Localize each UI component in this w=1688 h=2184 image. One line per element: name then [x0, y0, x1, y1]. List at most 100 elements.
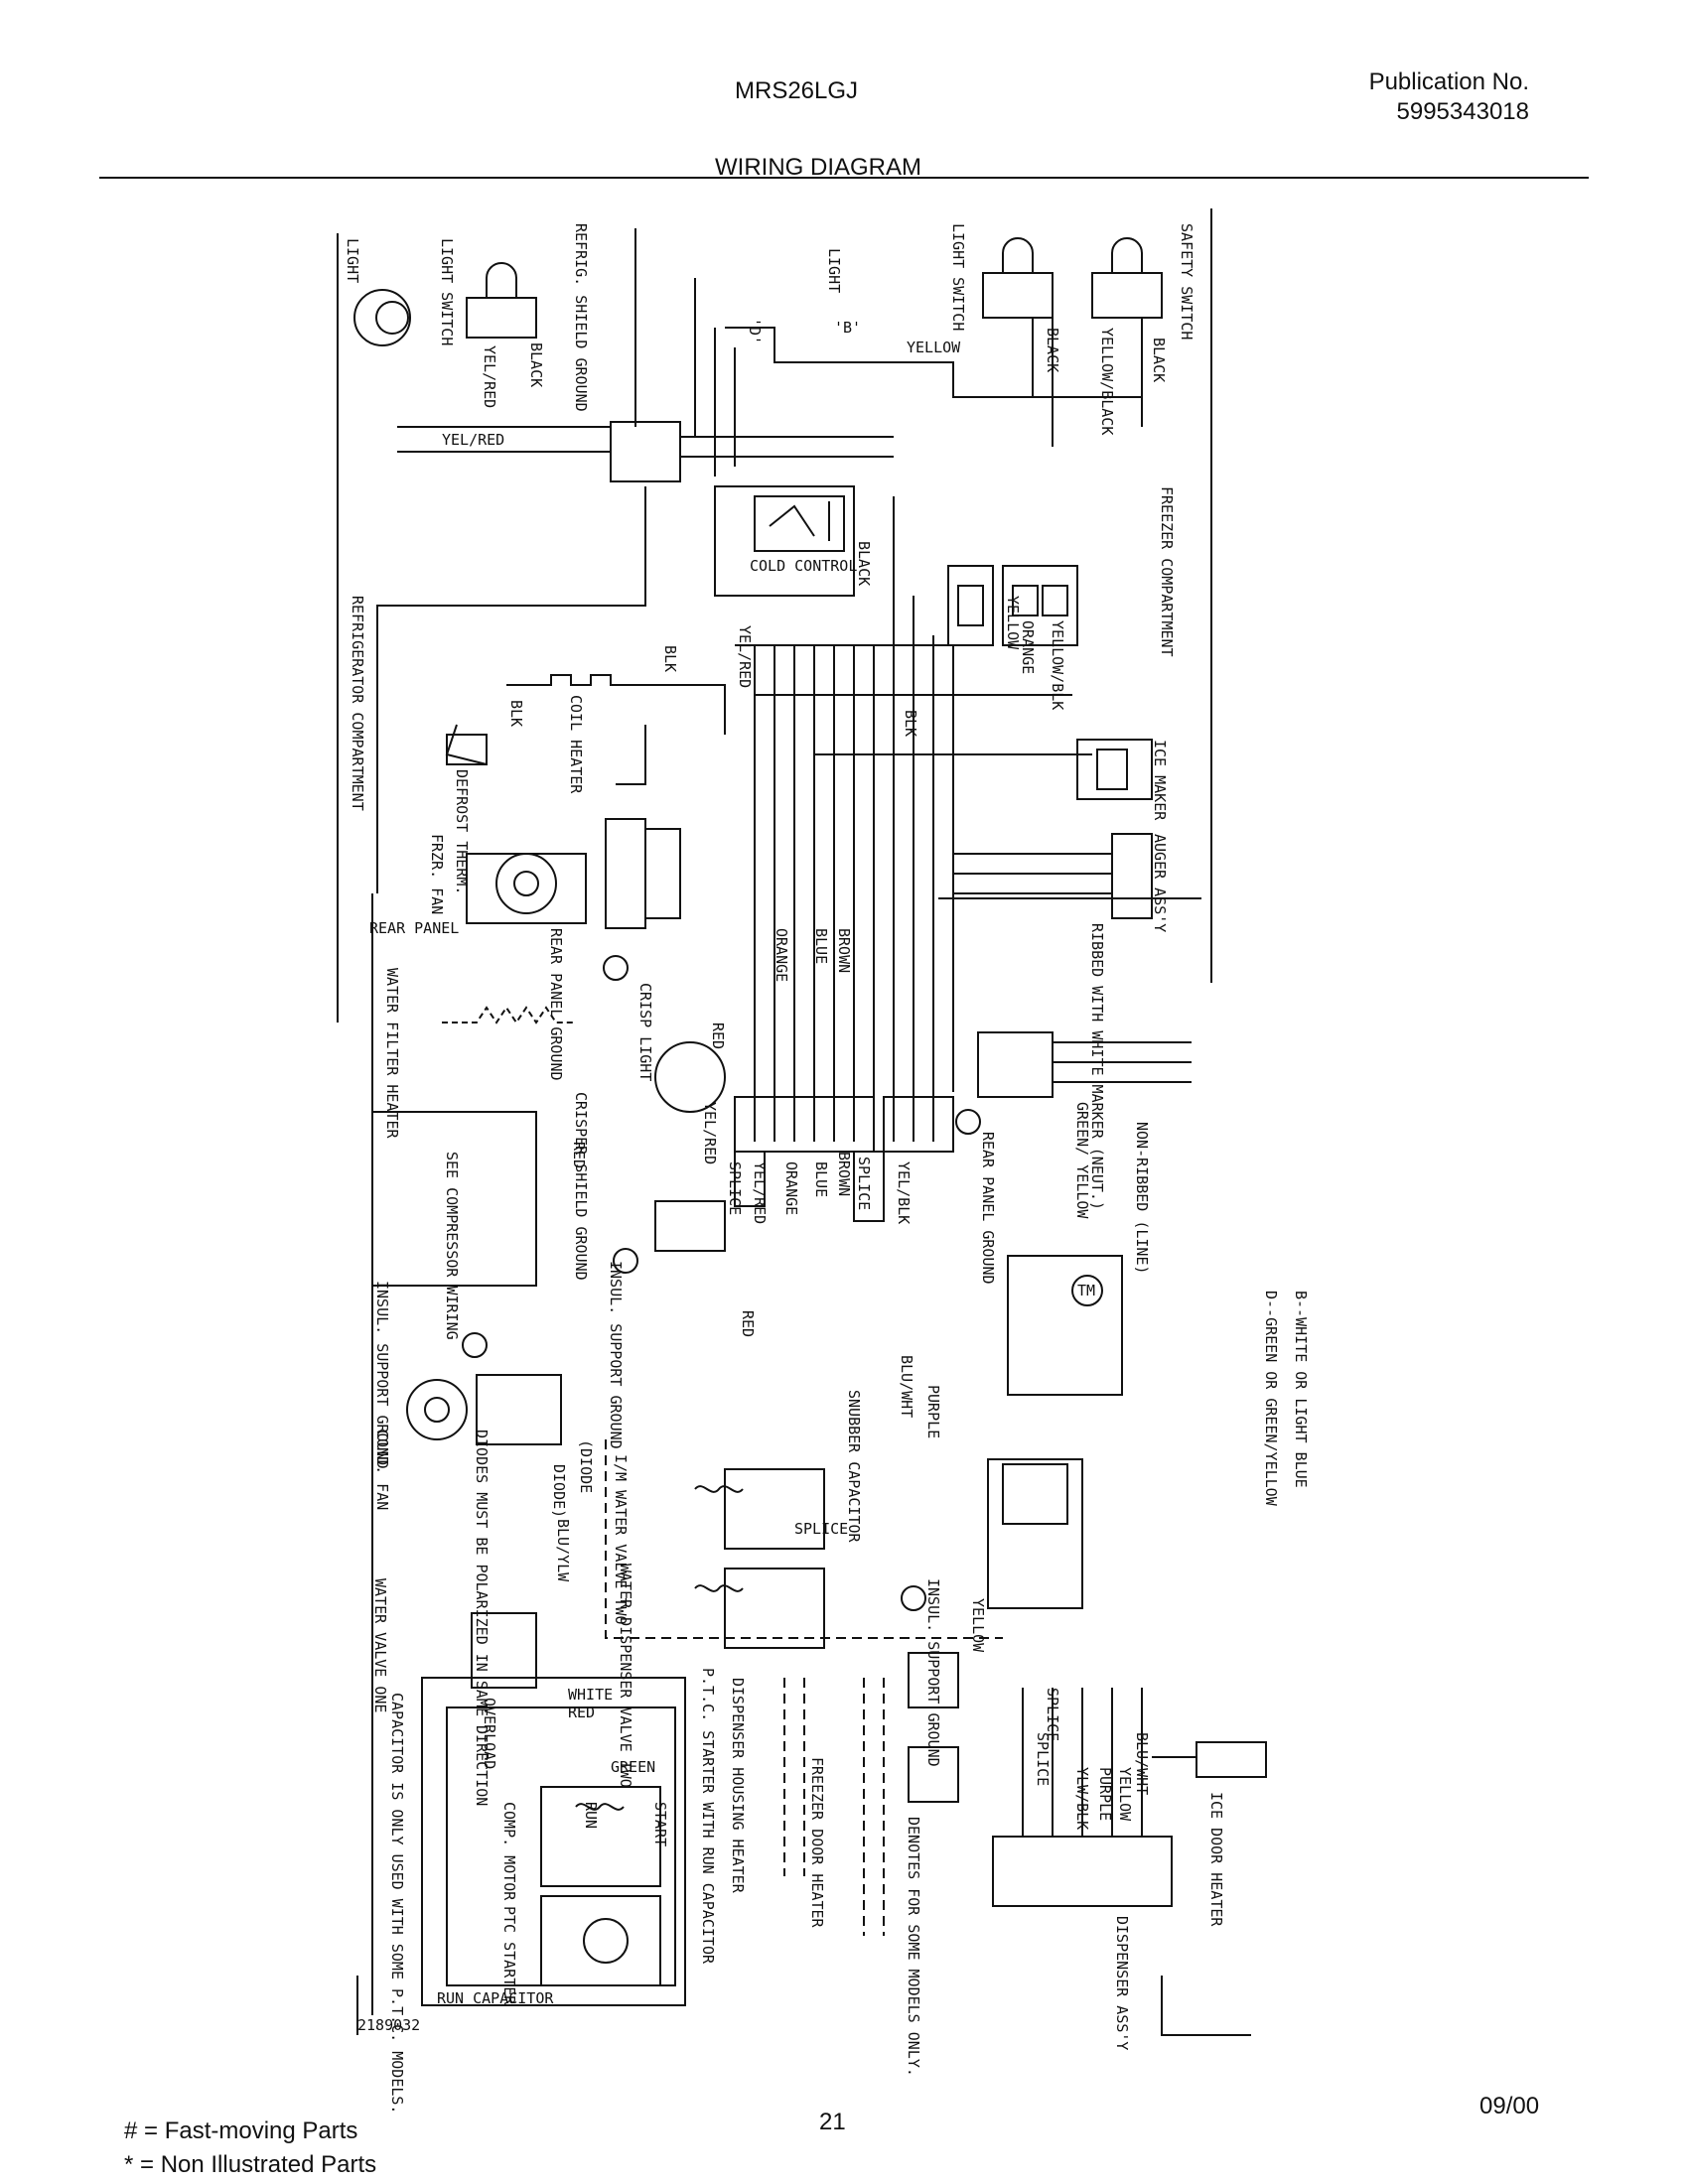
label-purple-2: PURPLE: [1096, 1767, 1114, 1821]
label-ptc-starter: PTC STARTER: [500, 1906, 518, 2005]
label-yel-red-4: YEL/RED: [701, 1102, 719, 1164]
tag-d: 'D': [746, 318, 764, 344]
publication-number: 5995343018: [1396, 98, 1529, 125]
label-rear-panel-ground-2: REAR PANEL GROUND: [979, 1132, 997, 1285]
label-black-3: BLACK: [1150, 338, 1168, 382]
label-cond-fan: COND. FAN: [373, 1430, 391, 1510]
label-water-filter-heater: WATER FILTER HEATER: [383, 968, 401, 1140]
publication-label: Publication No.: [1368, 68, 1529, 95]
title-rule: [99, 177, 1589, 179]
label-refrigerator-compartment: REFRIGERATOR COMPARTMENT: [349, 596, 366, 811]
label-red-1: RED: [709, 1023, 727, 1049]
label-blk-3: BLK: [902, 710, 919, 737]
label-yel-red-1: YEL/RED: [481, 345, 498, 408]
label-yel-blk-1: YEL/BLK: [895, 1161, 913, 1224]
label-run-capacitor: RUN CAPACITOR: [437, 1989, 554, 2007]
label-blu-ylw: BLU/YLW: [554, 1519, 572, 1582]
label-cold-control: COLD CONTROL: [750, 557, 857, 575]
label-refrig-shield-ground: REFRIG. SHIELD GROUND: [572, 223, 590, 412]
label-denotes-some-models: DENOTES FOR SOME MODELS ONLY.: [905, 1817, 922, 2077]
label-im-valve-two: I/M WATER VALVE TWO: [612, 1454, 630, 1625]
label-insul-support-ground-3: INSUL. SUPPORT GROUND: [924, 1578, 942, 1767]
label-crisp-light: CRISP LIGHT: [636, 983, 654, 1081]
legend-fast-moving: # = Fast-moving Parts: [124, 2117, 358, 2144]
label-black-4: BLACK: [855, 541, 873, 586]
label-safety-switch: SAFETY SWITCH: [1178, 223, 1196, 340]
label-rear-panel: REAR PANEL: [369, 919, 459, 937]
label-splice-4: SPLICE: [1044, 1688, 1061, 1741]
model-number: MRS26LGJ: [735, 77, 859, 104]
label-snubber-capacitor: SNUBBER CAPACITOR: [845, 1390, 863, 1543]
label-yel-red-3: YEL/RED: [736, 625, 754, 688]
label-orange-1: ORANGE: [1019, 620, 1037, 674]
label-diodes-note: DIODES MUST BE POLARIZED IN SAME DIRECTI…: [473, 1430, 491, 1806]
label-light-switch-right: LIGHT SWITCH: [949, 223, 967, 331]
publication-block: Publication No. 5995343018: [1369, 68, 1529, 127]
label-ptc-starter-run-cap: P.T.C. STARTER WITH RUN CAPACITOR: [699, 1668, 717, 1965]
label-yellow-2: YELLOW: [1004, 596, 1022, 650]
label-black-1: BLACK: [527, 342, 545, 387]
label-defrost-therm: DEFROST THERM.: [453, 769, 471, 894]
label-brown-2: BROWN: [835, 1152, 853, 1196]
label-light-switch-left: LIGHT SWITCH: [438, 238, 456, 345]
label-diode-2: DIODE): [550, 1464, 568, 1518]
label-black-2: BLACK: [1044, 328, 1061, 372]
label-insul-support-ground-2: INSUL. SUPPORT GROUND: [373, 1281, 391, 1469]
page-title: WIRING DIAGRAM: [715, 154, 921, 181]
label-rear-panel-ground-1: REAR PANEL GROUND: [547, 928, 565, 1081]
label-capacitor-note: CAPACITOR IS ONLY USED WITH SOME P.T.C. …: [388, 1693, 406, 2114]
label-yellow-4: YELLOW: [1116, 1767, 1134, 1822]
label-orange-2: ORANGE: [773, 928, 790, 982]
label-splice-5: SPLICE: [1034, 1732, 1052, 1786]
label-non-ribbed: NON-RIBBED (LINE): [1133, 1122, 1151, 1275]
revision-date: 09/00: [1479, 2093, 1540, 2119]
label-coil-heater: COIL HEATER: [567, 695, 585, 794]
label-ice-door-heater: ICE DOOR HEATER: [1207, 1792, 1225, 1927]
label-splice-1: SPLICE: [726, 1161, 744, 1215]
label-splice-2: SPLICE: [855, 1157, 873, 1210]
label-green-yellow: GREEN/ YELLOW: [1073, 1102, 1091, 1219]
label-orange-3: ORANGE: [782, 1161, 800, 1215]
label-frzr-fan: FRZR. FAN: [428, 834, 446, 914]
label-comp-motor: COMP. MOTOR: [500, 1802, 518, 1901]
label-start: START: [651, 1802, 669, 1846]
label-yellow-blk: YELLOW/BLK: [1049, 620, 1066, 710]
label-dispenser-housing-heater: DISPENSER HOUSING HEATER: [729, 1678, 747, 1894]
label-brown-1: BROWN: [835, 928, 853, 973]
label-yel-red-5: YEL/RED: [751, 1161, 769, 1224]
label-yel-red-2: YEL/RED: [442, 431, 504, 449]
label-freezer-compartment: FREEZER COMPARTMENT: [1158, 486, 1176, 657]
label-part-number: 2189032: [357, 2016, 420, 2034]
label-blu-wht-2: BLU/WHT: [1133, 1732, 1151, 1795]
label-red-4: RED: [568, 1704, 595, 1721]
label-dispenser-assy: DISPENSER ASS'Y: [1113, 1916, 1131, 2050]
label-blue-2: BLUE: [812, 1161, 830, 1197]
page-number: 21: [819, 2109, 846, 2135]
label-red-3: RED: [739, 1310, 757, 1337]
label-run: RUN: [582, 1802, 600, 1829]
label-diode-1: (DIODE: [577, 1439, 595, 1493]
label-blk-2: BLK: [507, 700, 525, 727]
label-blu-wht-1: BLU/WHT: [898, 1355, 915, 1418]
legend-non-illustrated: * = Non Illustrated Parts: [124, 2151, 377, 2175]
label-yellow-3: YELLOW: [969, 1598, 987, 1653]
label-legend-b: B--WHITE OR LIGHT BLUE: [1292, 1291, 1310, 1488]
label-auger-assy: AUGER ASS'Y: [1151, 834, 1169, 932]
label-yellow-black: YELLOW/BLACK: [1098, 328, 1116, 435]
tag-b: 'B': [834, 319, 861, 337]
label-see-compressor-wiring: SEE COMPRESSOR WIRING: [443, 1152, 461, 1340]
label-insul-support-ground-1: INSUL. SUPPORT GROUND: [607, 1261, 625, 1449]
label-crisper-shield-ground: CRISPER SHIELD GROUND: [572, 1092, 590, 1281]
label-red-2: RED: [570, 1142, 588, 1168]
label-ice-maker: ICE MAKER: [1151, 740, 1169, 821]
label-yellow-1: YELLOW: [907, 339, 961, 356]
label-light-top: LIGHT: [825, 248, 843, 293]
label-blue-1: BLUE: [812, 928, 830, 964]
label-splice-3: SPLICE: [794, 1520, 848, 1538]
label-ribbed: RIBBED WITH WHITE MARKER (NEUT.): [1088, 923, 1106, 1210]
label-water-valve-one: WATER VALVE ONE: [371, 1578, 389, 1712]
label-water-dispenser-valve-two: WATER DISPENSER VALVE TWO: [617, 1564, 634, 1788]
label-green: GREEN: [611, 1758, 655, 1776]
label-tm: TM: [1077, 1282, 1095, 1299]
